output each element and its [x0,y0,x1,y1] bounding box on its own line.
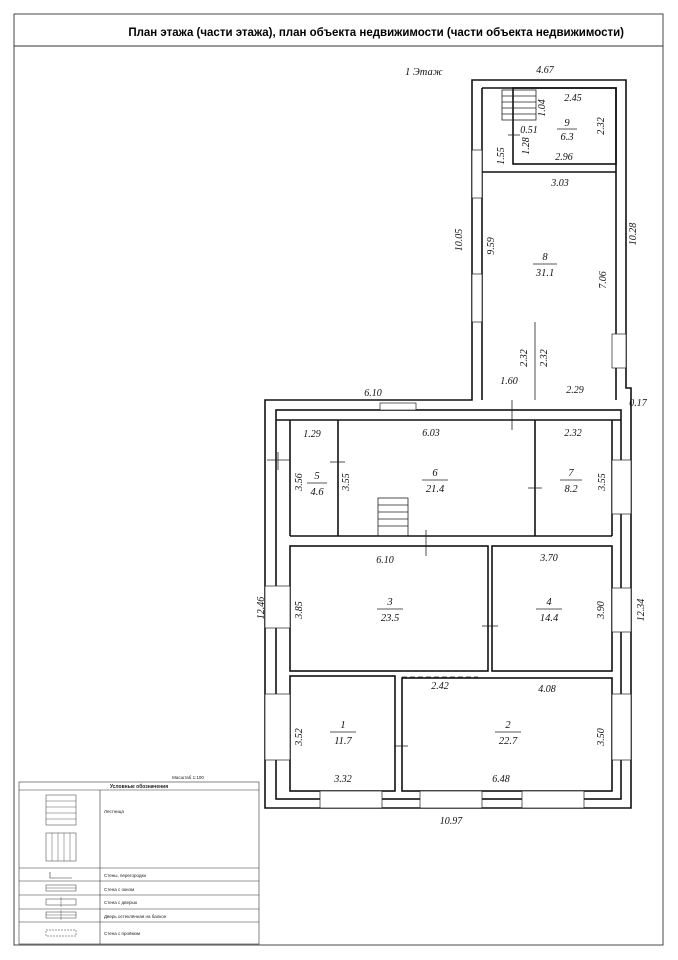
wall-door-icon [45,897,77,907]
dim-label: 2.96 [555,152,573,163]
window [471,273,483,323]
stairs [377,89,537,537]
legend-frame [18,781,260,945]
window [611,693,632,761]
stair-symbol-icon [45,794,77,862]
floor-label: 1 Этаж [405,67,443,78]
room-7-area: 8.2 [564,484,578,495]
page-frame [13,13,664,946]
window [471,149,483,199]
room-9-number: 9 [564,118,570,129]
room-4-walls [491,545,613,672]
stair-room-6 [377,497,409,537]
room-1-area: 11.7 [334,736,352,747]
room-2-area: 22.7 [499,736,518,747]
dim-label: 4.08 [538,684,556,695]
dim-label: 10.05 [454,229,465,252]
dim-label: 3.55 [341,473,352,492]
window [521,790,585,809]
dim-label: 2.45 [564,93,582,104]
room-3-number: 3 [386,597,392,608]
room-1-number: 1 [340,720,345,731]
room-6-area: 21.4 [426,484,445,495]
dim-label: 4.67 [536,65,555,76]
dim-label: 10.28 [628,223,639,246]
dimension-labels: 4.67 2.45 1.04 0.51 1.28 2.32 2.96 1.55 … [256,65,648,827]
legend-label: Дверь остеклённая на балкон [104,914,167,919]
dim-label: 3.03 [550,178,569,189]
window [264,585,291,629]
dim-label: 2.32 [564,428,582,439]
window [611,459,632,515]
dim-label: 0.17 [629,398,648,409]
legend: Масштаб 1:100 Условные обозначения Лестн… [18,775,260,945]
room-5-number: 5 [314,471,319,482]
windows [264,149,632,809]
dim-label: 6.48 [492,774,510,785]
walls [264,79,632,809]
dim-label: 0.51 [520,125,538,136]
window [611,333,627,369]
stair-upper [501,89,537,121]
dim-label: 2.32 [539,349,550,367]
legend-header: Условные обозначения [110,783,168,790]
dim-label: 3.32 [333,774,352,785]
plan-title: План этажа (части этажа), план объекта н… [128,27,624,39]
dim-label: 2.32 [596,117,607,135]
legend-label: Стены, перегородки [104,873,146,878]
window [264,693,291,761]
dim-label: 6.10 [376,555,394,566]
dim-label: 3.85 [294,601,305,620]
dim-label: 1.28 [521,137,532,155]
dim-label: 2.42 [431,681,449,692]
dim-label: 7.06 [598,271,609,289]
dim-label: 3.52 [294,728,305,747]
room-4-number: 4 [546,597,552,608]
dim-label: 3.70 [539,553,558,564]
dim-label: 3.56 [294,473,305,492]
dim-label: 1.04 [537,99,548,117]
room-9-area: 6.3 [560,132,573,143]
outer-wall [264,79,632,809]
room-5-area: 4.6 [310,487,324,498]
dim-label: 9.59 [486,237,497,255]
room-4-area: 14.4 [540,613,559,624]
room-labels: 9 6.3 8 31.1 5 4.6 6 21.4 7 8.2 3 23.5 4… [307,118,582,747]
dim-label: 12.34 [636,599,647,622]
room-8-area: 31.1 [535,268,554,279]
dim-label: 10.97 [440,816,464,827]
dim-label: 1.55 [496,147,507,165]
dim-label: 2.29 [566,385,584,396]
room-8-number: 8 [542,252,548,263]
balcony-door-icon [45,910,77,920]
legend-label: Стена с дверью [104,900,138,905]
room-9-walls [512,87,617,165]
window [419,790,483,809]
dim-label: 3.90 [596,601,607,620]
dim-label: 1.29 [303,429,321,440]
window [319,790,383,809]
wall-window-icon [45,884,77,892]
legend-label: Лестница [104,809,124,814]
dim-label: 3.55 [597,473,608,492]
room-6-number: 6 [432,468,438,479]
dim-label: 6.10 [364,388,382,399]
dim-label: 3.50 [596,728,607,747]
room-7-number: 7 [568,468,574,479]
room-3-area: 23.5 [381,613,399,624]
window [611,587,632,633]
dim-label: 1.60 [500,376,518,387]
dim-label: 6.03 [422,428,440,439]
wall-opening-icon [45,929,77,937]
room-2-number: 2 [505,720,511,731]
scale-note: Масштаб 1:100 [172,775,204,780]
dim-label: 12.46 [256,597,267,620]
partition-wall-icon [49,872,72,879]
legend-label: Стена с окном [104,887,134,892]
window [379,402,417,411]
dim-label: 2.32 [519,349,530,367]
legend-label: Стена с проёмом [104,931,140,936]
